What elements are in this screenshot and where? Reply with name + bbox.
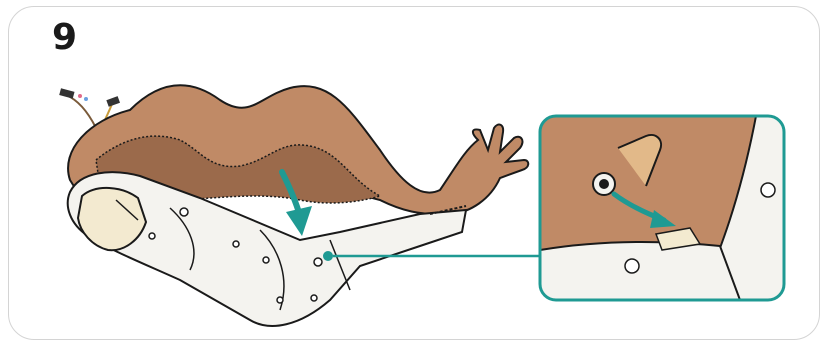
magnified-snap-detail-inset	[540, 116, 784, 300]
screw-icon	[625, 259, 639, 273]
screw-icon	[761, 183, 775, 197]
